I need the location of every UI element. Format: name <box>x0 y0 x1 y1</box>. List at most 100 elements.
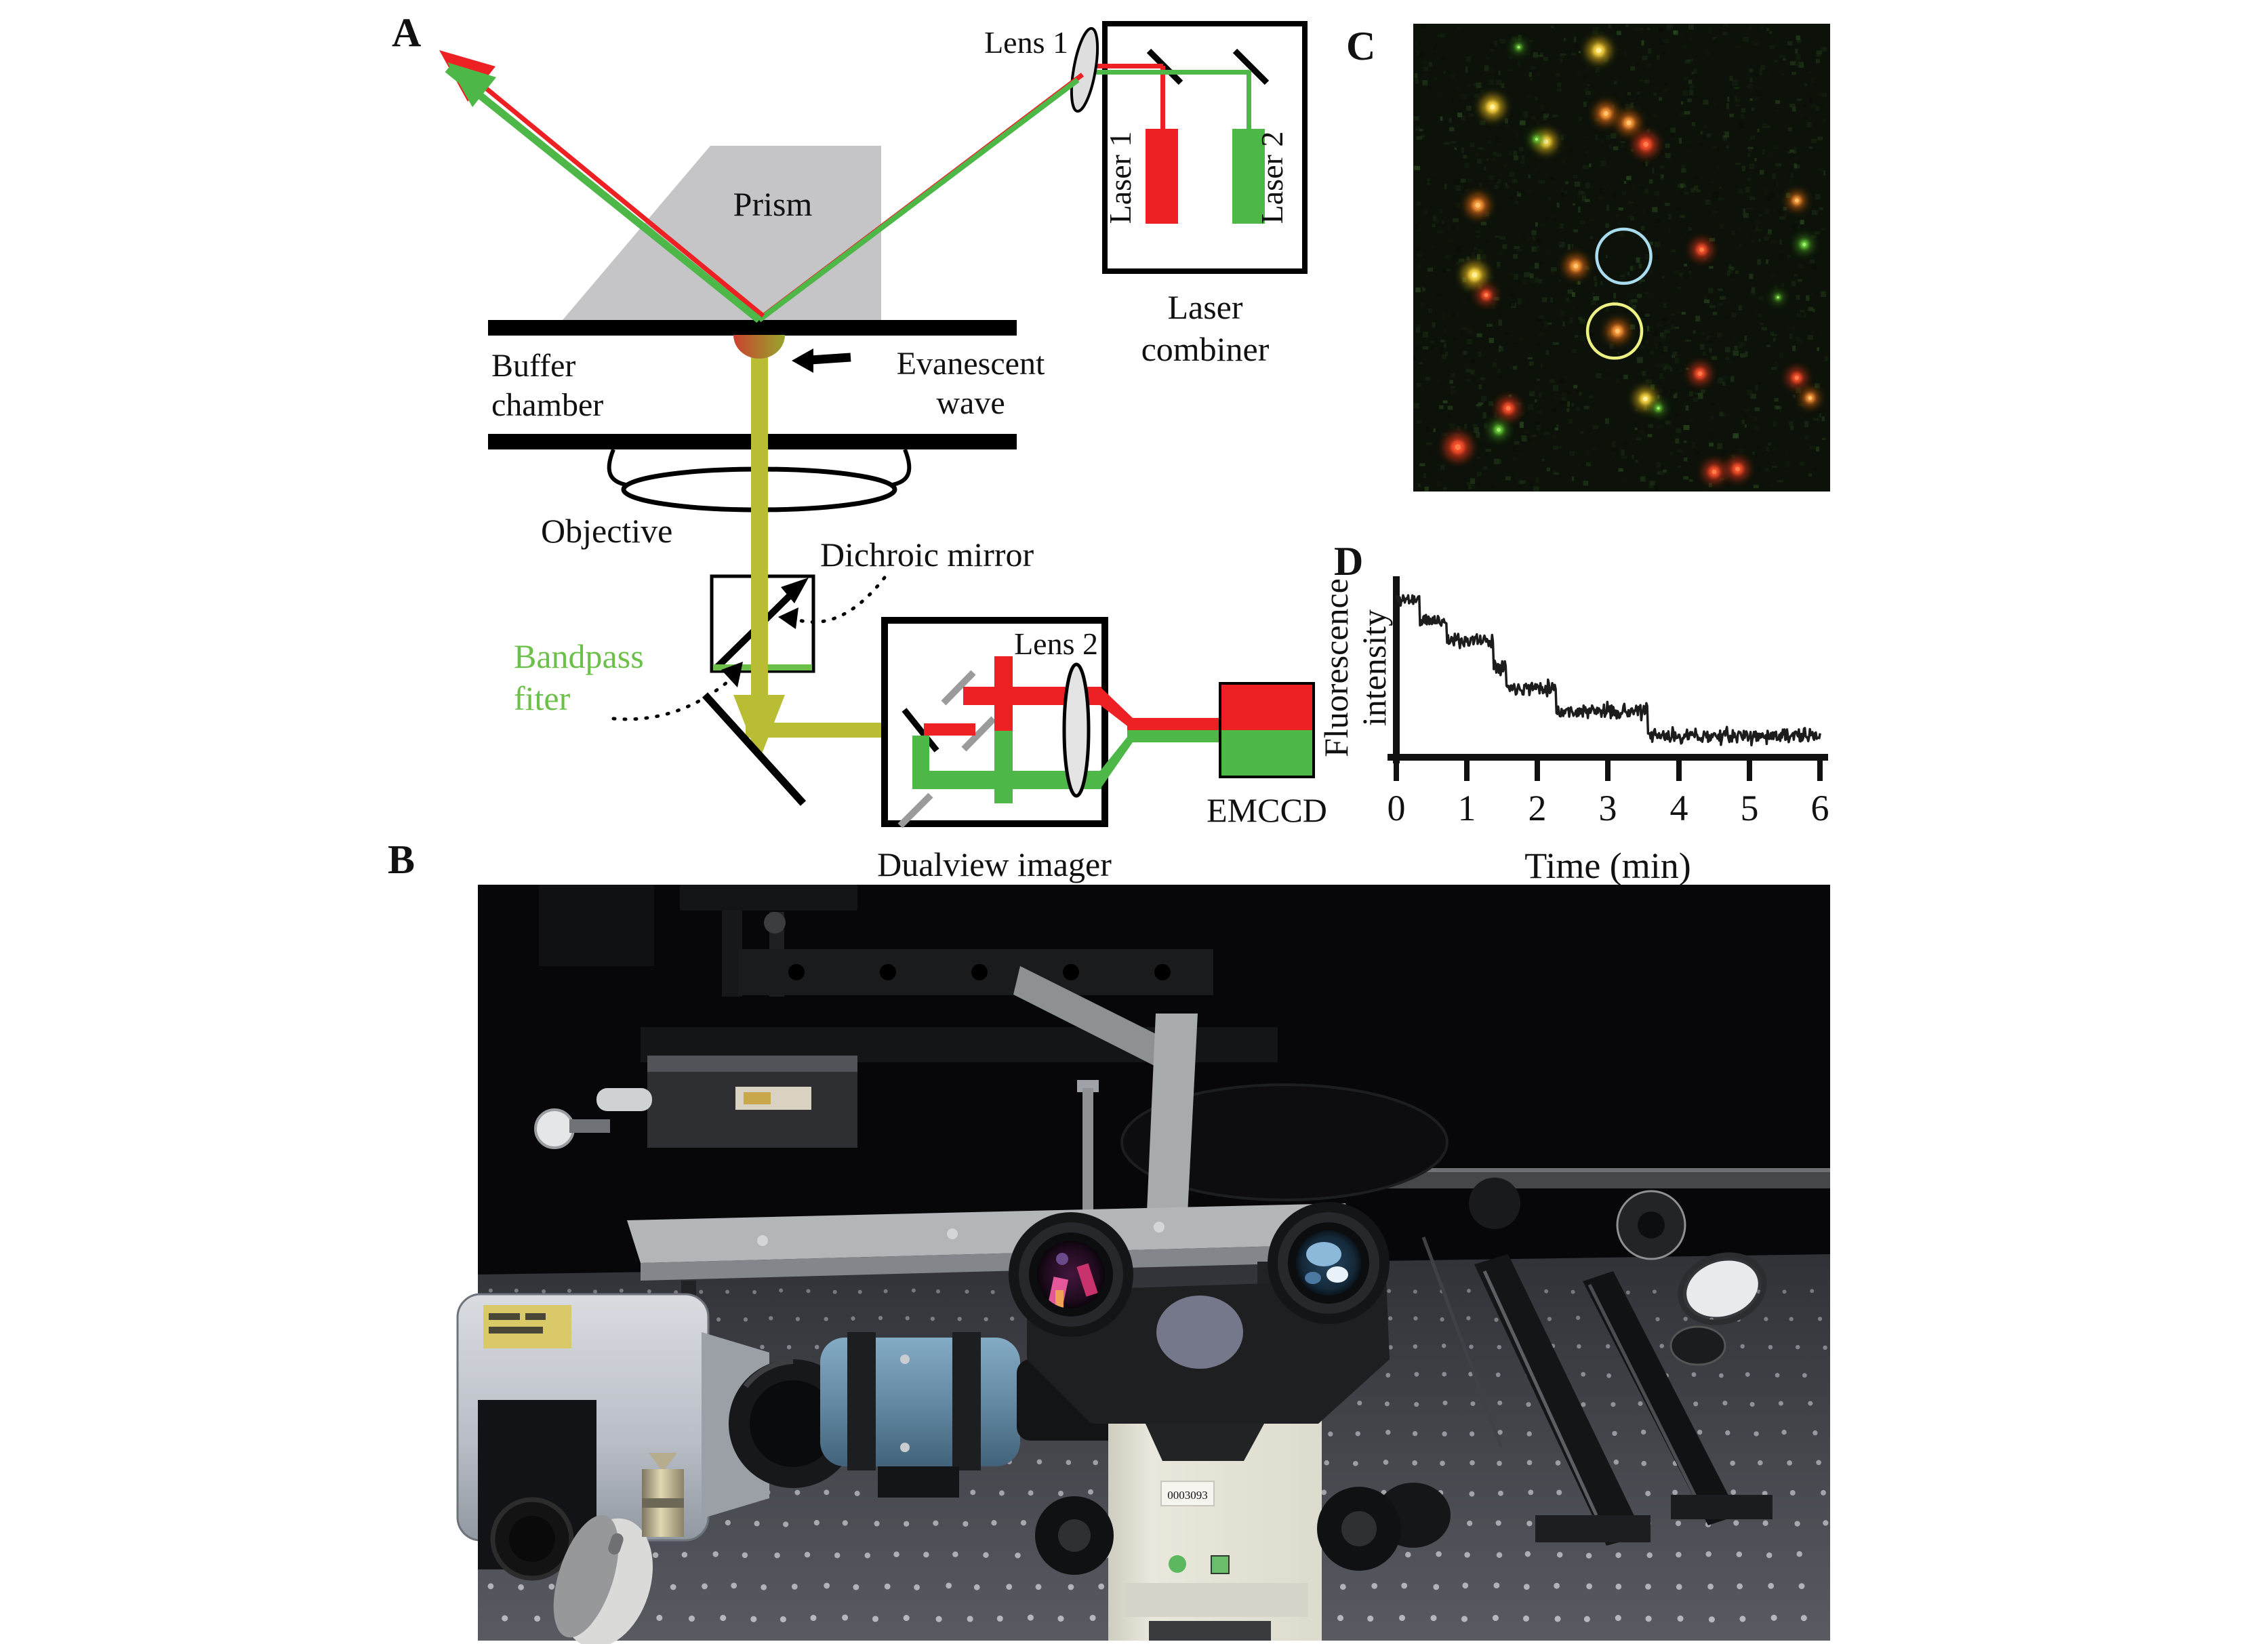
noise-speckle <box>1497 288 1500 293</box>
noise-speckle <box>1640 231 1646 235</box>
noise-speckle <box>1456 426 1461 430</box>
noise-speckle <box>1709 348 1712 353</box>
table-dot <box>1756 1289 1761 1294</box>
noise-speckle <box>1511 470 1516 477</box>
noise-speckle <box>1818 90 1824 96</box>
table-dot <box>1789 1490 1796 1496</box>
table-dot <box>1524 1551 1531 1557</box>
noise-speckle <box>1535 421 1541 425</box>
objective-curl-left <box>607 448 630 487</box>
noise-speckle <box>1653 331 1659 337</box>
noise-speckle <box>1562 145 1568 150</box>
dark-stage-plate <box>1120 1083 1449 1201</box>
noise-speckle <box>1433 46 1437 50</box>
noise-speckle <box>1739 344 1743 348</box>
table-dot <box>1469 1491 1475 1497</box>
noise-speckle <box>1427 267 1434 272</box>
table-dot <box>1462 1582 1469 1589</box>
noise-speckle <box>1578 317 1583 320</box>
green-path-converge <box>1100 730 1133 789</box>
noise-speckle <box>1433 77 1437 81</box>
noise-speckle <box>1449 127 1455 132</box>
camera-label-dash-2 <box>525 1313 546 1320</box>
table-dot <box>1352 1460 1358 1466</box>
noise-speckle <box>1477 405 1480 409</box>
noise-speckle <box>1621 454 1627 459</box>
noise-speckle <box>1440 465 1445 470</box>
table-dot <box>1526 1431 1532 1437</box>
laser1-beam-horizontal <box>1087 64 1163 68</box>
noise-speckle <box>1539 261 1543 264</box>
noise-speckle <box>1676 428 1682 434</box>
noise-speckle <box>1789 421 1794 427</box>
noise-speckle <box>1568 148 1573 155</box>
noise-speckle <box>1758 466 1762 473</box>
noise-speckle <box>1476 82 1482 88</box>
prism-shape <box>563 146 881 320</box>
noise-speckle <box>1451 141 1457 144</box>
table-dot <box>853 1584 859 1590</box>
table-dot <box>1646 1552 1653 1559</box>
noise-speckle <box>1681 44 1687 51</box>
noise-speckle <box>1815 207 1820 211</box>
noise-speckle <box>1503 164 1507 169</box>
noise-speckle <box>1479 120 1486 125</box>
noise-speckle <box>1543 113 1550 117</box>
noise-speckle <box>1625 104 1631 110</box>
noise-speckle <box>1718 302 1724 306</box>
noise-speckle <box>1568 418 1573 424</box>
noise-speckle <box>1717 446 1720 449</box>
noise-speckle <box>1439 208 1443 214</box>
fluorophore-spot-center <box>1643 396 1648 401</box>
excitation-beam-green-in <box>757 77 1080 323</box>
noise-speckle <box>1658 27 1663 33</box>
noise-speckle <box>1489 401 1493 406</box>
noise-speckle <box>1655 90 1659 95</box>
noise-speckle <box>1785 214 1789 218</box>
noise-speckle <box>1414 346 1419 350</box>
noise-speckle <box>1804 435 1810 441</box>
table-dot <box>1789 1317 1794 1321</box>
noise-speckle <box>1729 76 1733 81</box>
noise-speckle <box>1583 481 1589 486</box>
table-dot <box>1652 1289 1657 1294</box>
noise-speckle <box>1461 115 1466 121</box>
noise-speckle <box>1594 281 1598 287</box>
noise-speckle <box>1645 379 1652 384</box>
noise-speckle <box>1646 129 1650 133</box>
noise-speckle <box>1755 218 1760 224</box>
noise-speckle <box>1751 239 1755 243</box>
table-dot <box>1497 1400 1503 1405</box>
noise-speckle <box>1415 126 1420 131</box>
right-post-2 <box>1583 1271 1739 1525</box>
noise-speckle <box>1617 352 1620 355</box>
noise-speckle <box>1573 229 1579 233</box>
noise-speckle <box>1634 421 1640 427</box>
noise-speckle <box>1771 334 1778 336</box>
noise-speckle <box>1440 57 1447 60</box>
mouse-wheel <box>608 1533 624 1555</box>
noise-speckle <box>1755 384 1758 391</box>
noise-speckle <box>1533 245 1539 248</box>
tick-label-3: 3 <box>1599 788 1617 828</box>
noise-speckle <box>1499 376 1503 379</box>
bandpass-pointer-arrowhead <box>721 662 743 687</box>
noise-speckle <box>1466 482 1471 485</box>
noise-speckle <box>1600 138 1604 144</box>
noise-speckle <box>1618 207 1623 211</box>
noise-speckle <box>1439 405 1444 409</box>
right-post-1 <box>1474 1254 1644 1546</box>
table-dot <box>946 1582 952 1589</box>
noise-speckle <box>1418 361 1423 365</box>
table-dot <box>1027 1614 1034 1621</box>
table-dot <box>824 1317 828 1321</box>
table-dot <box>1328 1431 1333 1437</box>
noise-speckle <box>1728 266 1735 270</box>
noise-speckle <box>1792 106 1796 112</box>
noise-speckle <box>1471 359 1475 363</box>
table-dot <box>1493 1582 1500 1588</box>
table-dot <box>670 1584 676 1590</box>
table-dot <box>813 1519 820 1526</box>
noise-speckle <box>1608 238 1611 241</box>
noise-speckle <box>1638 79 1643 82</box>
